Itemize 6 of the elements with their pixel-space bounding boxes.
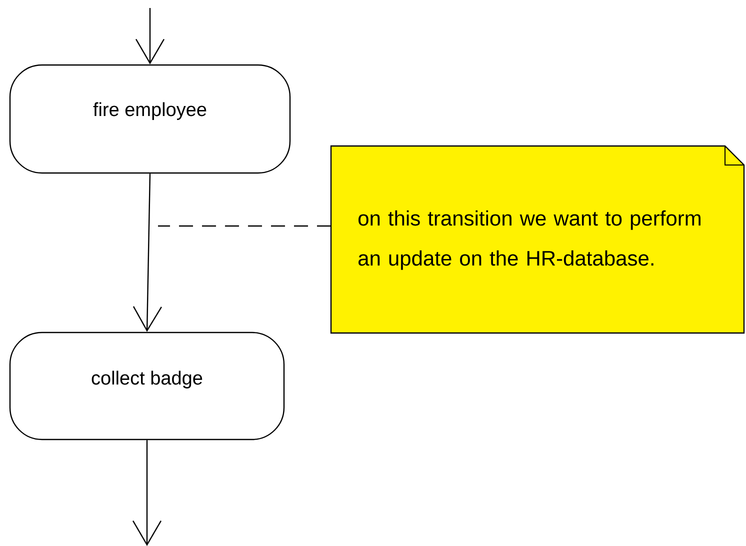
note: on this transition we want to perform an update on the HR-database. bbox=[330, 145, 745, 334]
leader-line bbox=[158, 225, 331, 227]
action-box: fire employee bbox=[9, 64, 291, 174]
action-box: collect badge bbox=[9, 332, 285, 440]
arrow bbox=[132, 174, 162, 332]
arrow bbox=[132, 440, 162, 546]
